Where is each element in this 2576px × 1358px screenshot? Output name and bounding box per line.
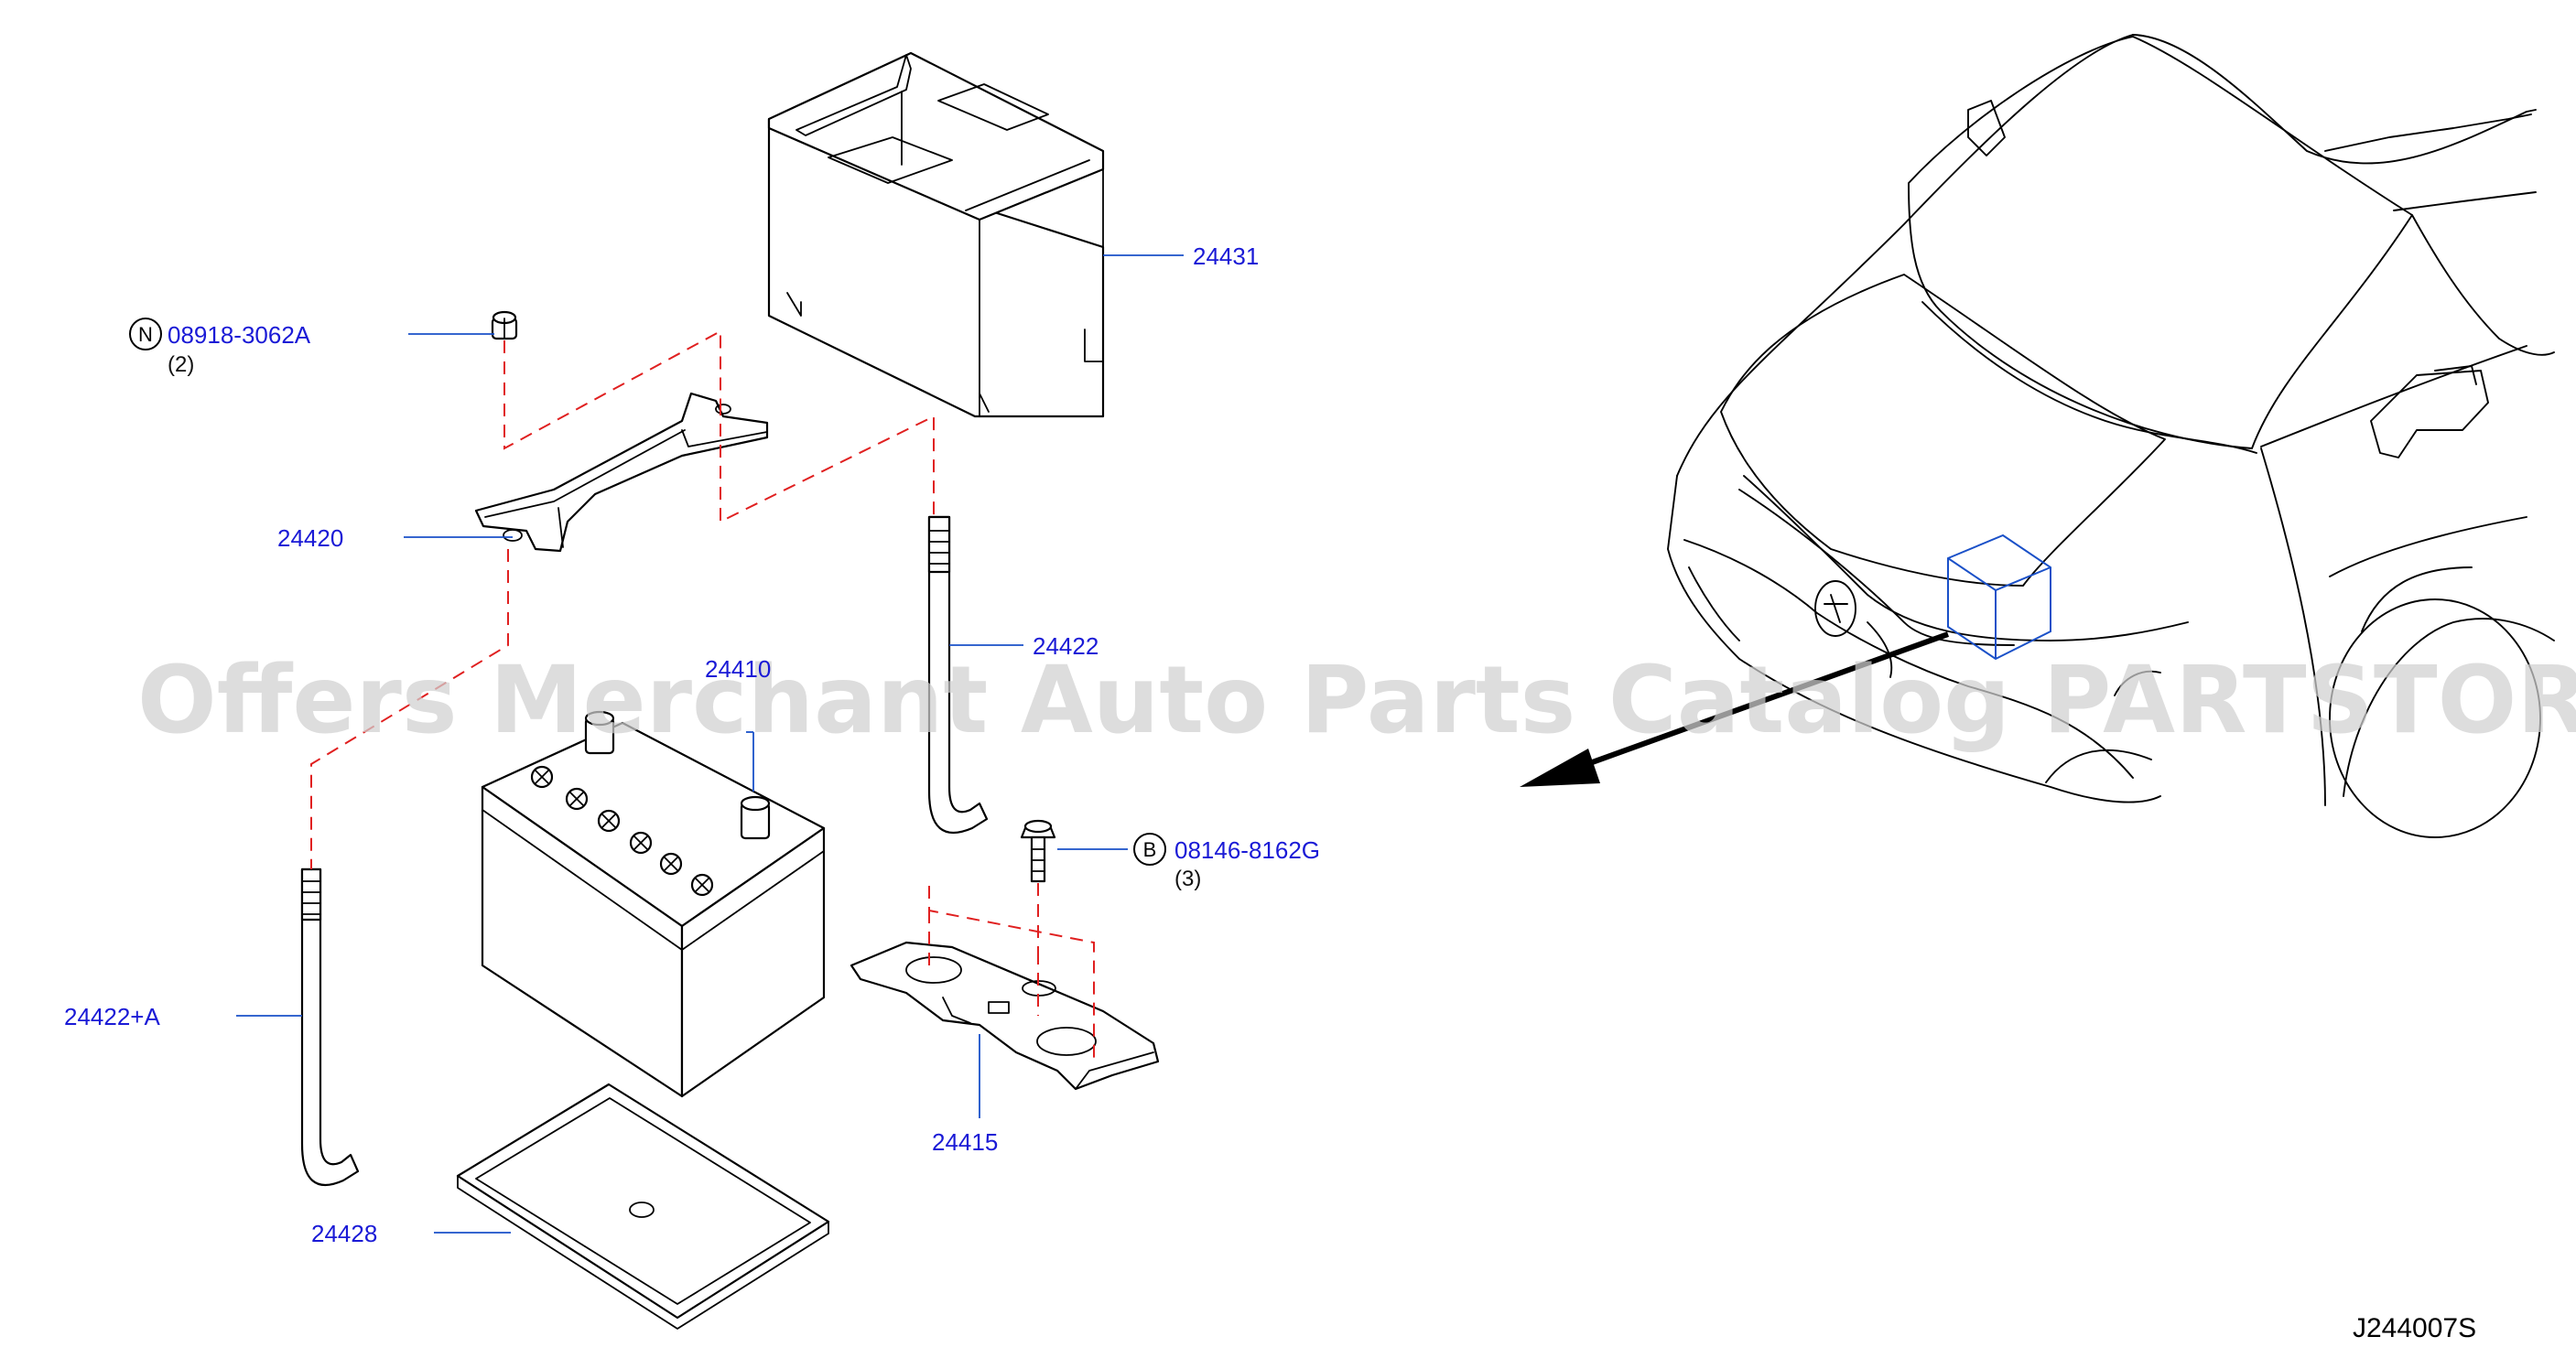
battery-bracket-drawing	[850, 941, 1160, 1091]
part-label-24428[interactable]: 24428	[311, 1220, 377, 1247]
part-label-08918-3062A[interactable]: 08918-3062A	[168, 321, 311, 349]
part-label-24410[interactable]: 24410	[705, 655, 771, 683]
battery-vent-caps	[530, 765, 714, 897]
b-circle-icon	[1133, 833, 1166, 866]
location-arrow-icon	[1520, 631, 1950, 787]
battery-tray-drawing	[456, 1083, 830, 1330]
bolt-drawing	[1020, 819, 1056, 883]
bolt-quantity: (3)	[1174, 867, 1201, 891]
drawing-code: J244007S	[2353, 1313, 2476, 1343]
bolt-prefix-label: B	[1143, 838, 1157, 861]
assembly-dashed-lines	[310, 329, 1095, 1062]
hold-down-rod-a-drawing	[300, 868, 360, 1186]
part-label-24431[interactable]: 24431	[1193, 242, 1259, 270]
part-label-24415[interactable]: 24415	[932, 1128, 998, 1156]
hold-down-rod-drawing	[927, 515, 989, 834]
watermark-text: Offers Merchant Auto Parts Catalog PARTS…	[137, 646, 2576, 755]
hold-down-frame-drawing	[474, 392, 769, 553]
nut-drawing	[491, 310, 518, 340]
battery-terminal-drawing	[584, 710, 771, 840]
n-circle-icon	[129, 318, 162, 350]
part-label-24422-A[interactable]: 24422+A	[64, 1003, 160, 1030]
part-label-08146-8162G[interactable]: 08146-8162G	[1174, 836, 1320, 864]
vehicle-location-drawing	[1667, 34, 2555, 838]
leader-lines	[236, 254, 1184, 1234]
battery-cover-drawing	[767, 51, 1105, 418]
battery-drawing	[481, 710, 826, 1098]
nut-prefix-label: N	[138, 323, 153, 346]
battery-location-marker	[1947, 534, 2051, 661]
part-label-24422[interactable]: 24422	[1033, 632, 1099, 660]
part-label-24420[interactable]: 24420	[277, 524, 343, 552]
nut-quantity: (2)	[168, 352, 194, 377]
